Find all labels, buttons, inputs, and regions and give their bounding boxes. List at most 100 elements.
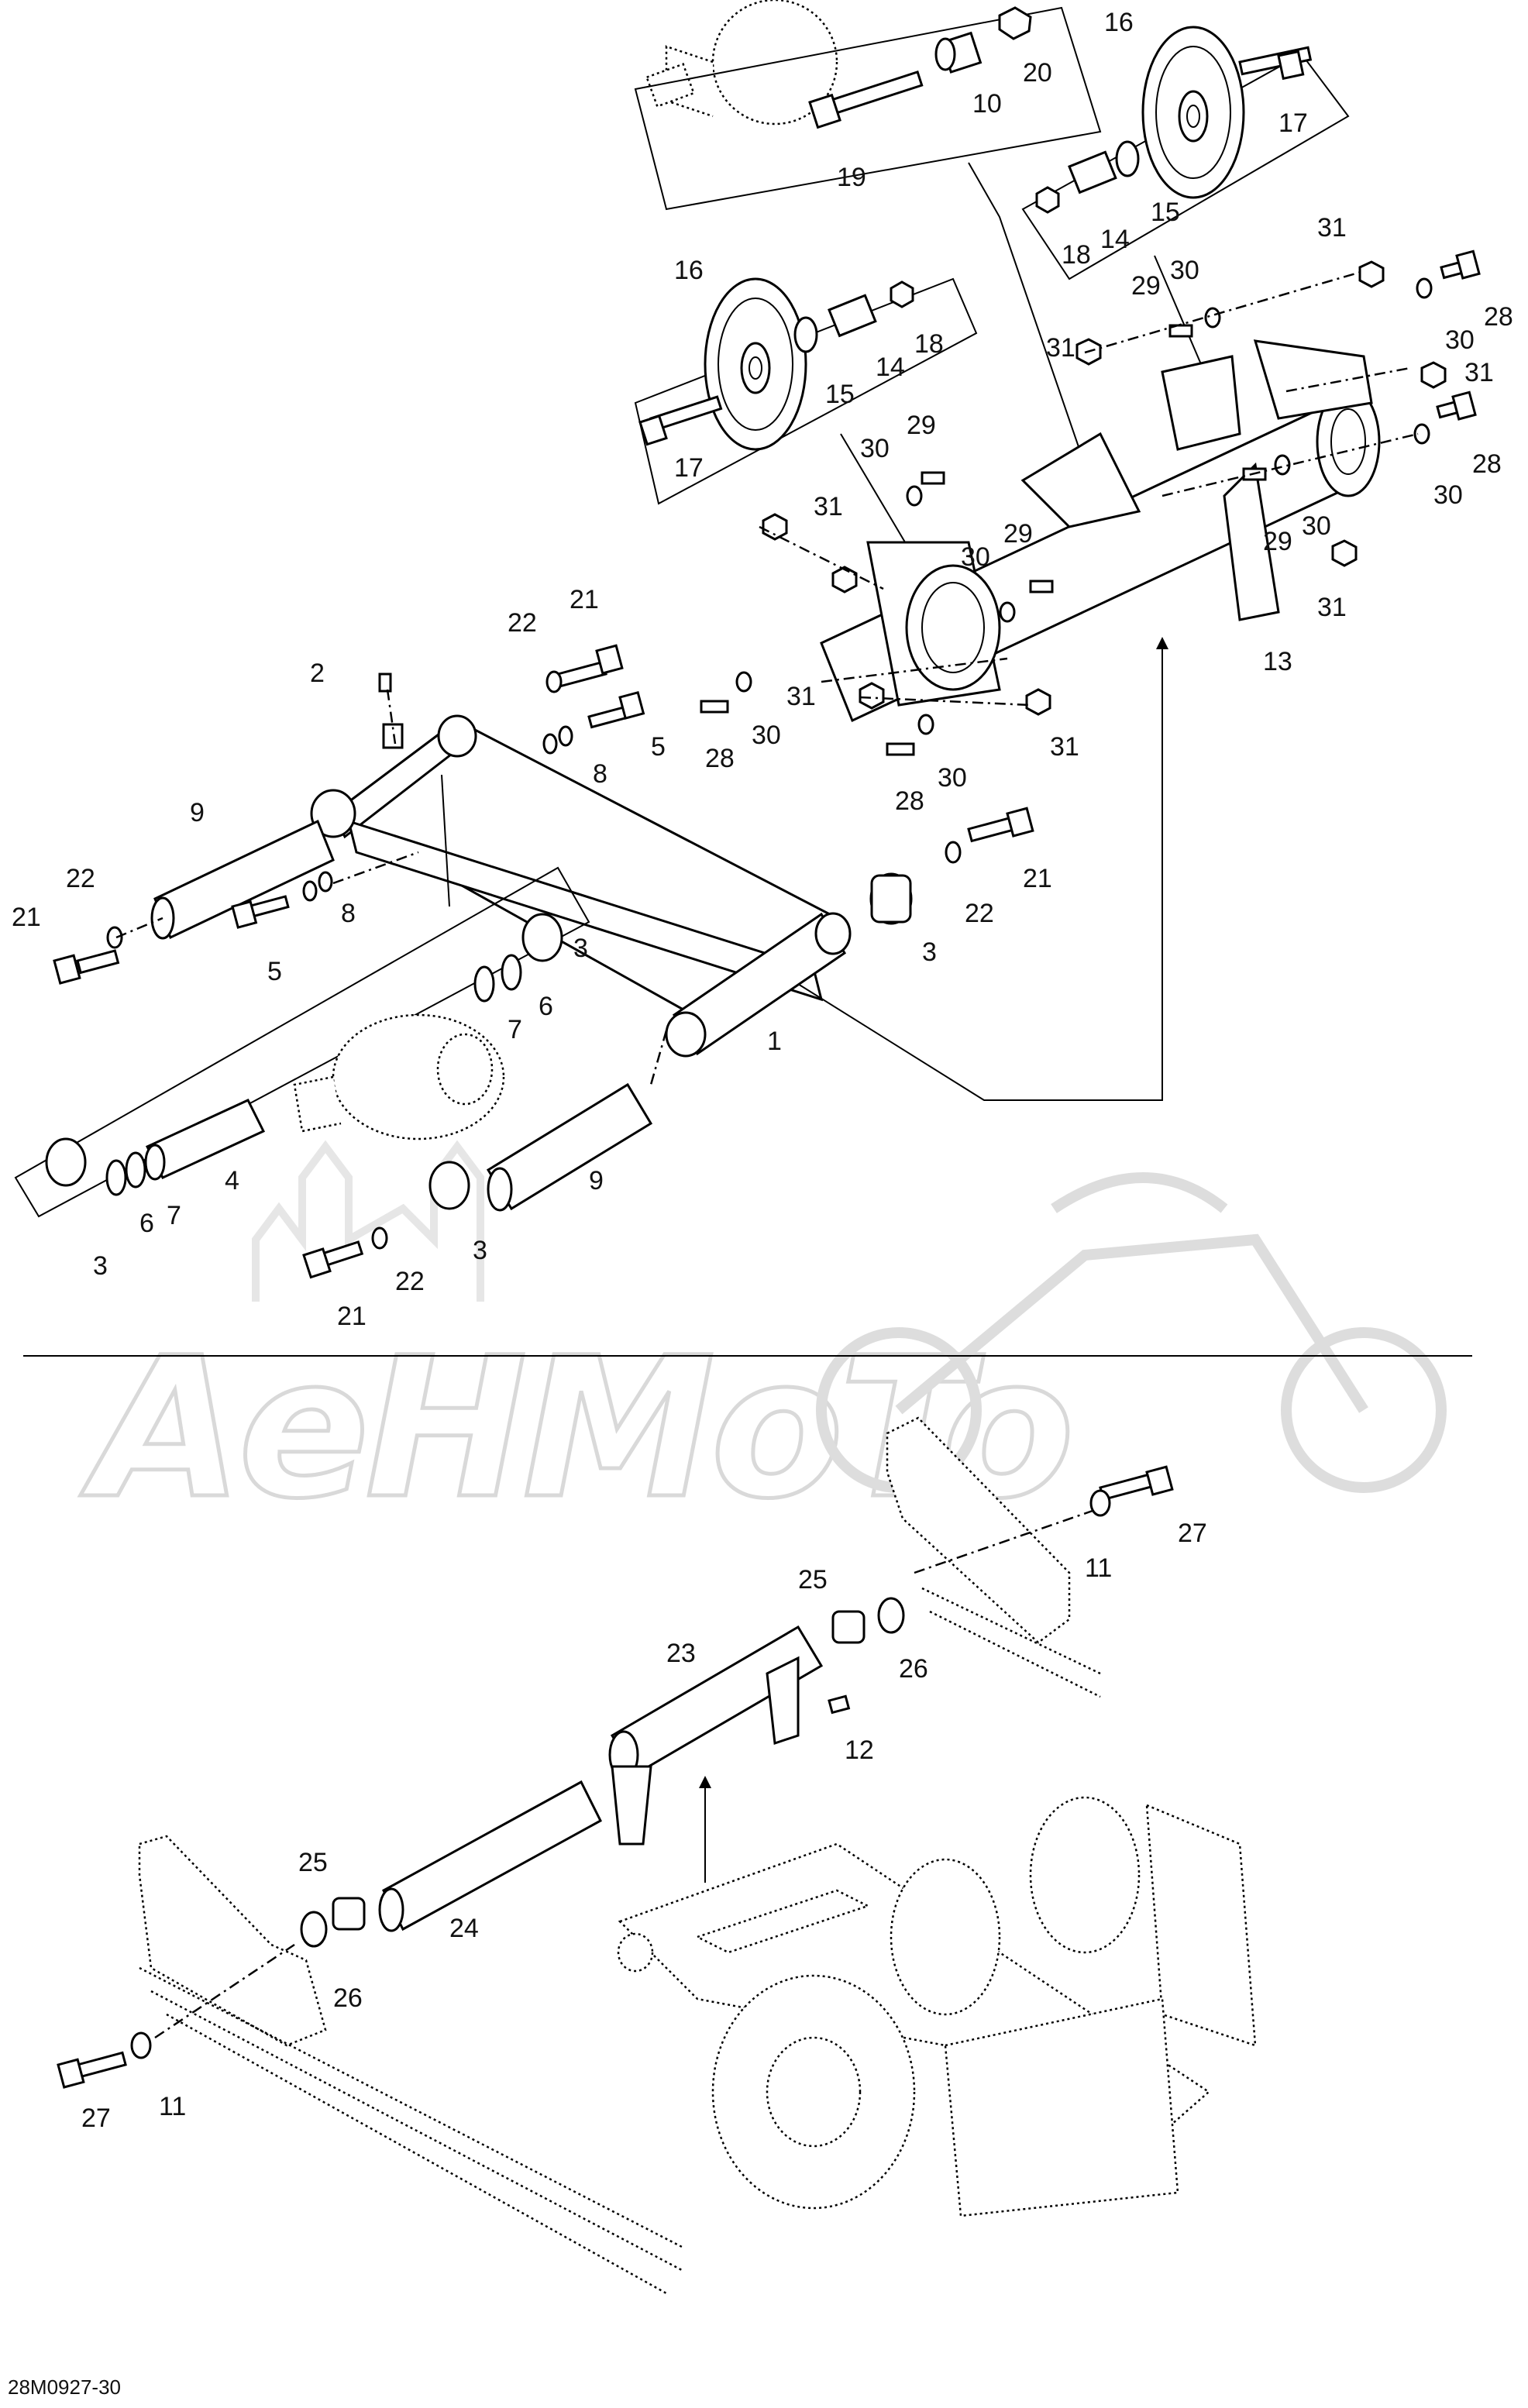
label-14: 14 [1100, 225, 1130, 254]
label-13: 13 [1263, 647, 1292, 676]
hardware-middle [700, 471, 1054, 756]
label-28: 28 [1484, 302, 1513, 332]
label-30: 30 [1302, 511, 1331, 541]
bolt-17-top [1238, 46, 1313, 81]
label-9: 9 [190, 798, 205, 827]
label-26: 26 [899, 1654, 928, 1684]
label-14: 14 [876, 353, 905, 382]
label-21: 21 [12, 903, 41, 932]
axle-flange-plate [866, 541, 1001, 707]
label-29: 29 [907, 411, 936, 440]
label-29: 29 [1263, 527, 1292, 556]
label-30: 30 [1433, 480, 1463, 510]
label-17: 17 [674, 453, 704, 483]
pin-9-bottom [486, 1082, 653, 1212]
slide-rail-left [138, 1835, 683, 2295]
label-30: 30 [938, 763, 967, 793]
label-21: 21 [570, 585, 599, 614]
label-2: 2 [310, 659, 325, 688]
ghost-idler-wheel-lower [293, 1013, 505, 1140]
bolt-19 [808, 71, 924, 129]
label-15: 15 [825, 380, 855, 409]
label-19: 19 [837, 163, 866, 192]
label-17: 17 [1278, 108, 1308, 138]
nut-18-left [890, 280, 914, 308]
label-5: 5 [651, 732, 666, 762]
callout-box-4 [14, 866, 590, 1218]
rear-arm-assembly [14, 0, 1481, 1279]
label-21: 21 [337, 1302, 367, 1331]
label-25: 25 [298, 1848, 328, 1877]
label-20: 20 [1023, 58, 1052, 88]
label-18: 18 [1062, 240, 1091, 270]
leader-box1 [968, 162, 1086, 466]
nut-20 [998, 6, 1032, 40]
bushing-25-26-bottom [300, 1897, 366, 1948]
label-29: 29 [1003, 519, 1033, 549]
label-22: 22 [395, 1267, 425, 1296]
leader-box2 [1154, 255, 1202, 365]
label-30: 30 [860, 434, 890, 463]
idler-wheel-16-left [704, 277, 807, 451]
bushing-15-top [1115, 140, 1140, 177]
label-6: 6 [539, 992, 553, 1021]
label-11: 11 [159, 2092, 186, 2121]
bolt-27-bottom [57, 2031, 152, 2089]
label-31: 31 [814, 492, 843, 521]
label-11: 11 [1085, 1553, 1112, 1583]
label-12: 12 [845, 1735, 874, 1765]
ghost-idler-wheel-top [645, 0, 838, 126]
nut-18-top [1035, 186, 1060, 214]
label-3: 3 [573, 934, 588, 963]
shaft-24 [378, 1780, 602, 1932]
shaft-4 [144, 1099, 266, 1181]
front-arm-assembly [57, 1416, 1257, 2295]
label-31: 31 [786, 682, 816, 711]
label-8: 8 [341, 899, 356, 928]
label-23: 23 [666, 1639, 696, 1668]
spacer-14-top [1068, 150, 1117, 194]
figure-code: 28M0927-30 [8, 2375, 121, 2399]
bolt-27-top [1089, 1465, 1174, 1517]
callout-numbers: 20 10 19 16 17 15 18 14 16 18 14 15 17 3… [8, 8, 1513, 2399]
label-27: 27 [81, 2104, 111, 2133]
label-30: 30 [961, 542, 990, 572]
label-26: 26 [333, 1983, 363, 2013]
label-16: 16 [1104, 8, 1134, 37]
label-30: 30 [1170, 256, 1199, 285]
front-arm-23 [608, 1625, 824, 1846]
label-24: 24 [449, 1914, 479, 1943]
hardware-frame-right [869, 807, 1034, 925]
label-28: 28 [895, 786, 924, 816]
rear-arm-frame-1 [310, 714, 852, 1058]
label-30: 30 [752, 721, 781, 750]
label-10: 10 [972, 89, 1002, 119]
label-5: 5 [267, 957, 282, 986]
bolt-17-left [638, 395, 723, 446]
label-16: 16 [674, 256, 704, 285]
label-1: 1 [767, 1027, 782, 1056]
bushing-25-top [831, 1597, 905, 1644]
label-7: 7 [508, 1015, 522, 1044]
bolt-21-bottom [302, 1226, 388, 1279]
idler-wheel-16-top [1141, 26, 1245, 199]
label-31: 31 [1464, 358, 1494, 387]
label-3: 3 [93, 1251, 108, 1281]
slide-rail-right [886, 1416, 1101, 1698]
label-22: 22 [66, 864, 95, 893]
leader-arm-to-axle [797, 637, 1168, 1101]
label-3: 3 [922, 937, 937, 967]
label-31: 31 [1317, 593, 1347, 622]
label-4: 4 [225, 1166, 239, 1195]
spacer-10 [934, 31, 983, 74]
spacer-14-left [828, 294, 877, 338]
label-25: 25 [798, 1565, 828, 1594]
label-7: 7 [167, 1201, 181, 1230]
label-28: 28 [1472, 449, 1502, 479]
label-22: 22 [965, 899, 994, 928]
label-28: 28 [705, 744, 735, 773]
bushing-15-left [793, 316, 818, 353]
label-21: 21 [1023, 864, 1052, 893]
bushings-3-6-7 [45, 913, 563, 1210]
